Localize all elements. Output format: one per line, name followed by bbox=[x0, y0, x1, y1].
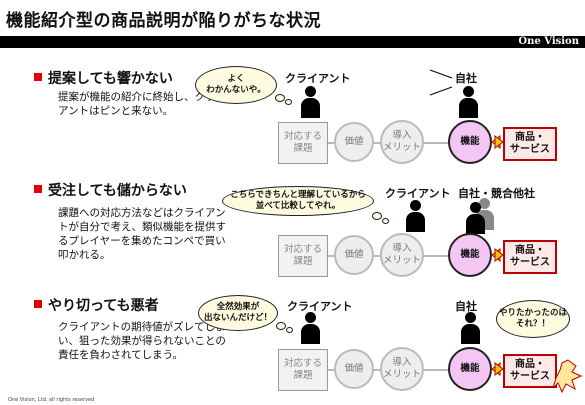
double-arrow-icon bbox=[491, 248, 504, 262]
section-2-company-label: 自社・競合他社 bbox=[458, 187, 535, 200]
double-arrow-icon bbox=[491, 362, 504, 376]
section-3-heading: やり切っても悪者 bbox=[34, 295, 159, 315]
product-box: 商品・ サービス bbox=[503, 127, 557, 161]
burst-icon bbox=[552, 359, 583, 394]
section-2-client-label: クライアント bbox=[385, 187, 451, 200]
value-issue-box: 対応する 課題 bbox=[278, 235, 328, 277]
title-bar bbox=[0, 36, 585, 48]
bubble-dot bbox=[285, 99, 292, 105]
section-1-client-label: クライアント bbox=[285, 72, 351, 85]
company-person-icon bbox=[460, 312, 480, 344]
company-person-icon bbox=[458, 86, 478, 118]
brand-label: One Vision bbox=[518, 36, 579, 47]
red-square-icon bbox=[34, 185, 42, 193]
client-person-icon bbox=[405, 200, 425, 232]
section-3-company-label: 自社 bbox=[455, 300, 477, 313]
red-square-icon bbox=[34, 73, 42, 81]
function-node: 機能 bbox=[448, 347, 492, 391]
function-node: 機能 bbox=[448, 233, 492, 277]
red-square-icon bbox=[34, 300, 42, 308]
section-1-heading: 提案しても響かない bbox=[34, 68, 173, 88]
page-title: 機能紹介型の商品説明が陥りがちな状況 bbox=[6, 11, 321, 31]
bubble-dot bbox=[372, 212, 382, 220]
value-issue-box: 対応する 課題 bbox=[278, 122, 328, 164]
double-arrow-icon bbox=[491, 135, 504, 149]
footer-copyright: One Vision, Ltd. all rights reserved bbox=[8, 397, 95, 403]
section-3-desc: クライアントの期待値がズレてしまい、狙った効果が得られないことの責任を負わされて… bbox=[58, 321, 226, 361]
section-3-company-bubble: やりたかったのは それ？！ bbox=[496, 300, 570, 338]
merit-node: 導入 メリット bbox=[380, 233, 424, 277]
section-2-speech-bubble: こちらできちんと理解しているから 並べて比較してやれ。 bbox=[222, 186, 374, 216]
bubble-dot bbox=[286, 327, 293, 333]
section-1-company-label: 自社 bbox=[455, 72, 477, 85]
section-2-heading: 受注しても儲からない bbox=[34, 180, 187, 200]
section-2-desc: 課題への対応方法などはクライアントが自分で考え、類似機能を提供するプレイヤーを集… bbox=[58, 207, 226, 261]
value-issue-box: 対応する 課題 bbox=[278, 349, 328, 391]
product-box: 商品・ サービス bbox=[503, 354, 557, 388]
value-node: 価値 bbox=[334, 122, 374, 162]
value-node: 価値 bbox=[334, 235, 374, 275]
connector-line bbox=[429, 86, 453, 96]
function-node: 機能 bbox=[448, 120, 492, 164]
company-person-icon bbox=[465, 202, 485, 234]
product-box: 商品・ サービス bbox=[503, 240, 557, 274]
bubble-dot bbox=[275, 94, 285, 102]
section-3-client-label: クライアント bbox=[287, 300, 353, 313]
section-1-desc: 提案が機能の紹介に終始し、クライアントはピンと来ない。 bbox=[58, 91, 226, 117]
client-person-icon bbox=[300, 312, 320, 344]
bubble-dot bbox=[382, 218, 389, 224]
bubble-dot bbox=[276, 322, 286, 330]
section-1-speech-bubble: よく わかんないや。 bbox=[195, 66, 277, 104]
value-node: 価値 bbox=[334, 349, 374, 389]
connector-line bbox=[429, 69, 453, 79]
merit-node: 導入 メリット bbox=[380, 347, 424, 391]
merit-node: 導入 メリット bbox=[380, 120, 424, 164]
client-person-icon bbox=[300, 86, 320, 118]
section-3-client-bubble: 全然効果が 出ないんだけど！ bbox=[198, 295, 278, 331]
